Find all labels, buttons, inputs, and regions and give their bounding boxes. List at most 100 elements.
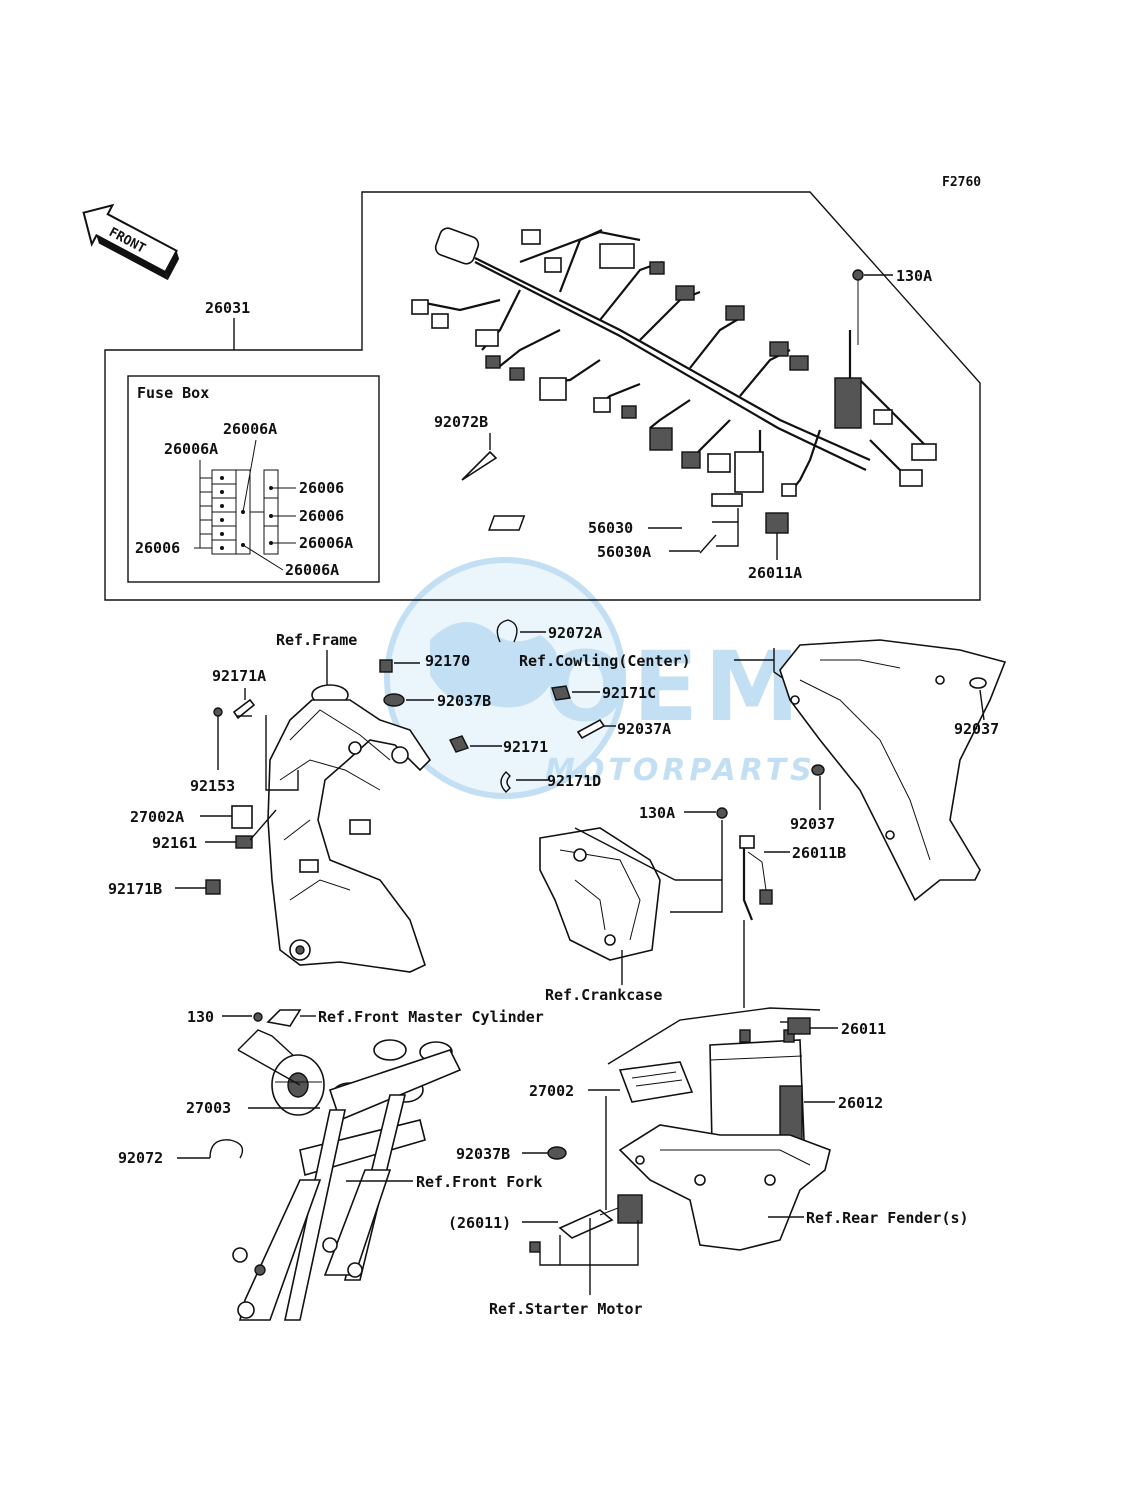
leader: [979, 689, 985, 721]
leader: [607, 1007, 821, 1065]
connector: [675, 285, 695, 301]
label-ref-cowling-center: Ref.Cowling(Center): [519, 652, 691, 670]
label-92037-right: 92037: [954, 720, 999, 738]
label-92171A: 92171A: [212, 667, 266, 685]
connector: [521, 229, 541, 245]
label-27003: 27003: [186, 1099, 231, 1117]
label-26011: 26011: [841, 1020, 886, 1038]
label-130: 130: [187, 1008, 214, 1026]
connector: [431, 313, 449, 329]
main-harness: [411, 227, 937, 507]
label-92161: 92161: [152, 834, 197, 852]
label-fuse-26006-r2: 26006: [299, 507, 344, 525]
connector: [911, 443, 937, 461]
label-fuse-26006-left: 26006: [135, 539, 180, 557]
label-26011A: 26011A: [748, 564, 802, 582]
connector: [539, 377, 567, 401]
connector: [781, 483, 797, 497]
relay-26011A-icon: [765, 512, 789, 534]
leader: [574, 827, 676, 881]
bolt-130-icon: [253, 1012, 263, 1022]
crankcase-reference-drawing: [539, 827, 661, 961]
label-26012: 26012: [838, 1094, 883, 1112]
label-ref-front-fork: Ref.Front Fork: [416, 1173, 542, 1191]
connector: [711, 493, 743, 507]
connector: [899, 469, 923, 487]
bolt-92153-icon: [213, 707, 223, 717]
label-26031: 26031: [205, 299, 250, 317]
front-arrow-icon: FRONT: [82, 203, 180, 281]
clamp-92171B-icon: [205, 879, 221, 895]
fuse-box-schematic: [194, 439, 296, 571]
band-92072-icon: [209, 1139, 244, 1159]
connector: [725, 305, 745, 321]
label-92072A: 92072A: [548, 624, 602, 642]
label-ref-front-master-cylinder: Ref.Front Master Cylinder: [318, 1008, 544, 1026]
connector: [509, 367, 525, 381]
label-starter-relay-26011-paren: (26011): [448, 1214, 511, 1232]
grommet-92037-lower-icon: [811, 764, 825, 776]
band-92072A-icon: [496, 619, 518, 643]
figure-code: F2760: [942, 175, 981, 190]
label-ref-starter-motor: Ref.Starter Motor: [489, 1300, 643, 1318]
leader: [747, 851, 767, 891]
cowling-reference-drawing: [779, 639, 1007, 902]
starter-relay-26011-icon: [529, 1194, 643, 1253]
watermark: OEM MOTORPARTS: [384, 557, 812, 799]
connector: [759, 889, 773, 905]
leader: [712, 521, 739, 547]
connector: [411, 299, 429, 315]
label-26011B: 26011B: [792, 844, 846, 862]
fuse-box-unit: [734, 451, 764, 493]
clamp-92170-icon: [379, 659, 393, 673]
ecu-27002-icon: [618, 1061, 694, 1103]
label-130A-mid: 130A: [639, 804, 675, 822]
connector: [544, 257, 562, 273]
damper-92161-icon: [235, 835, 253, 849]
watermark-globe-icon: [384, 557, 626, 799]
label-fuse-26006-r1: 26006: [299, 479, 344, 497]
frame-reference-drawing: [267, 684, 432, 973]
label-92170: 92170: [425, 652, 470, 670]
front-fork-reference-drawing: [232, 1039, 462, 1321]
label-92171C: 92171C: [602, 684, 656, 702]
connector: [707, 453, 731, 473]
label-ref-rear-fenders: Ref.Rear Fender(s): [806, 1209, 969, 1227]
grommet-92037B-top-icon: [383, 693, 405, 707]
leader: [265, 715, 299, 791]
connector: [621, 405, 637, 419]
connector: [789, 355, 809, 371]
label-130A-top: 130A: [896, 267, 932, 285]
front-master-cylinder-bracket-icon: [266, 1009, 302, 1027]
bolt-130A-mid-icon: [716, 807, 728, 819]
label-92171: 92171: [503, 738, 548, 756]
leader: [670, 879, 723, 913]
connector: [834, 377, 862, 429]
connector: [593, 397, 611, 413]
fuse-box-title: Fuse Box: [137, 384, 209, 402]
harness-group-frame: [104, 191, 981, 601]
connector: [485, 355, 501, 369]
connector: [599, 243, 635, 269]
label-fuse-26006A-top: 26006A: [223, 420, 277, 438]
rear-fender-reference-drawing: [618, 1124, 831, 1251]
label-ref-frame: Ref.Frame: [276, 631, 357, 649]
label-92072B: 92072B: [434, 413, 488, 431]
connector: [475, 329, 499, 347]
label-92037-lower: 92037: [790, 815, 835, 833]
label-92072: 92072: [118, 1149, 163, 1167]
connector: [873, 409, 893, 425]
fuse-box-inset: [127, 375, 380, 583]
plate-56030-icon: [488, 515, 526, 531]
label-92171B: 92171B: [108, 880, 162, 898]
relay-27002A-icon: [231, 805, 253, 829]
label-92037B-bottom: 92037B: [456, 1145, 510, 1163]
watermark-brand: OEM: [545, 631, 806, 743]
connector: [649, 261, 665, 275]
label-ref-crankcase: Ref.Crankcase: [545, 986, 662, 1004]
label-92037B-top: 92037B: [437, 692, 491, 710]
clamp-92171-icon: [449, 735, 469, 753]
label-92171D: 92171D: [547, 772, 601, 790]
horn-27003-icon: [271, 1054, 325, 1116]
